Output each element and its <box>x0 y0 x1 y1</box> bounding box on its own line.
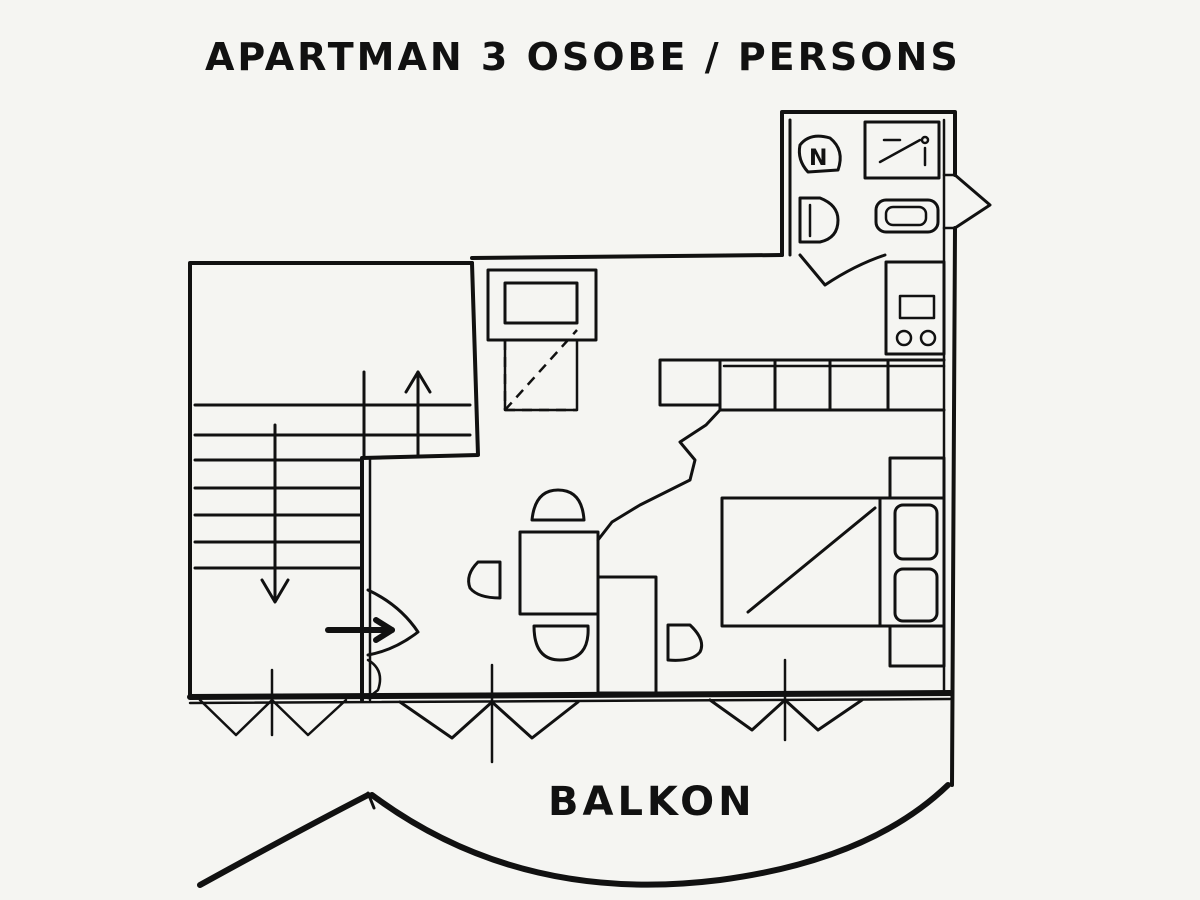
staircase <box>193 261 480 702</box>
cabinet <box>596 575 704 695</box>
bathroom-door <box>798 253 887 287</box>
outer-walls <box>187 110 957 787</box>
single-bed <box>486 268 598 412</box>
dining-table <box>467 488 600 662</box>
balcony-railing <box>197 782 951 888</box>
bathroom: N <box>788 118 992 257</box>
entrance-arrow-icon <box>325 617 395 643</box>
balcony-label: BALKON <box>548 779 756 825</box>
stairs-up-arrow-icon <box>404 370 432 457</box>
plan-title: APARTMAN 3 OSOBE / PERSONS <box>205 35 961 79</box>
entrance-door <box>325 588 420 700</box>
svg-text:N: N <box>809 146 827 171</box>
stove <box>884 260 946 356</box>
stairs-down-arrow-icon <box>260 423 290 604</box>
kitchen-counter <box>658 358 946 412</box>
balcony-doors <box>198 658 864 764</box>
double-bed <box>720 456 946 668</box>
